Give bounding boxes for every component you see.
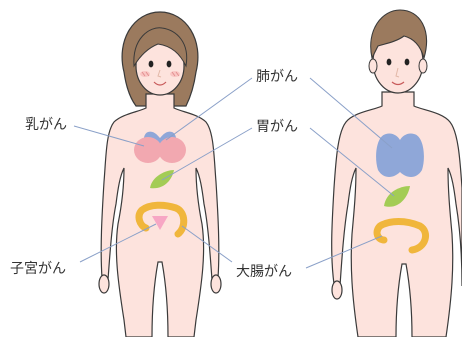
label-breast-cancer: 乳がん bbox=[25, 118, 67, 132]
male-body bbox=[332, 92, 462, 337]
label-lung-cancer: 肺がん bbox=[256, 70, 298, 84]
label-uterine-cancer: 子宮がん bbox=[10, 262, 66, 276]
label-colon-cancer: 大腸がん bbox=[236, 265, 292, 279]
female-breast-right bbox=[158, 137, 186, 163]
female-breast-left bbox=[134, 137, 162, 163]
male-figure bbox=[332, 10, 462, 337]
female-body bbox=[101, 94, 219, 337]
label-stomach-cancer: 胃がん bbox=[256, 120, 298, 134]
female-figure bbox=[99, 12, 221, 337]
